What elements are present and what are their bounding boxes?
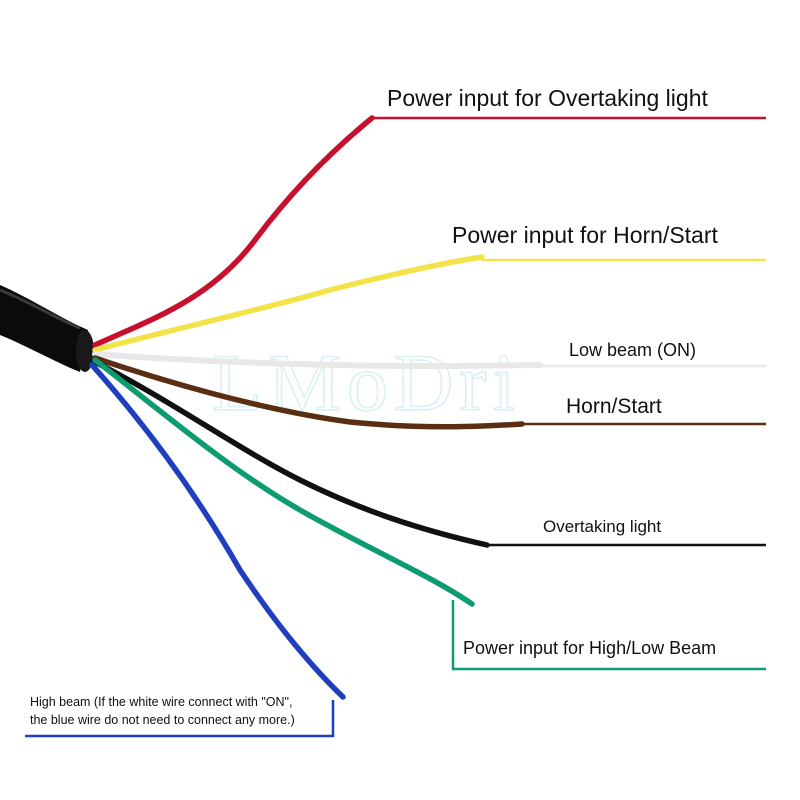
label-high-beam-line2: the blue wire do not need to connect any…	[30, 713, 295, 727]
watermark: LMoDri	[212, 337, 521, 428]
wire-red	[92, 115, 375, 348]
wire-brown	[92, 355, 525, 430]
cable-jacket	[0, 285, 94, 372]
label-overtaking-power: Power input for Overtaking light	[387, 85, 708, 111]
label-horn-power: Power input for Horn/Start	[452, 222, 719, 248]
label-low-beam: Low beam (ON)	[569, 340, 696, 360]
label-horn-start: Horn/Start	[566, 395, 662, 418]
wire-blue	[89, 362, 346, 700]
leader-green	[451, 600, 766, 671]
wire-white	[92, 351, 543, 370]
leader-blue	[25, 700, 335, 738]
label-overtaking-light: Overtaking light	[543, 517, 661, 536]
label-high-beam-line1: High beam (If the white wire connect wit…	[30, 695, 292, 709]
wire-green	[92, 357, 475, 607]
wire-black	[92, 359, 490, 548]
label-highlow-power: Power input for High/Low Beam	[463, 638, 716, 658]
wire-yellow	[92, 254, 485, 353]
